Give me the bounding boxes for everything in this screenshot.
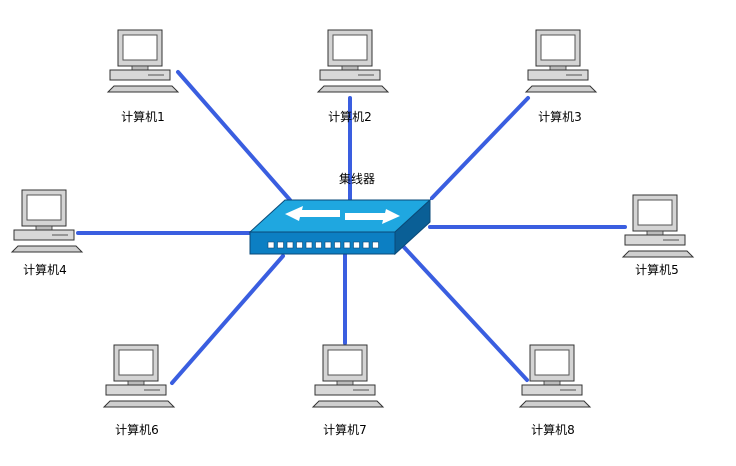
hub-port [324, 241, 332, 249]
computer-icon [316, 29, 390, 93]
computer-pc8 [518, 344, 592, 408]
link-pc1 [176, 70, 292, 202]
hub-port [353, 241, 360, 249]
computer-pc3 [524, 29, 598, 93]
computer-label: 计算机2 [328, 109, 372, 124]
hub-port [267, 241, 275, 249]
link-pc3 [430, 96, 530, 200]
hub: 集线器 [248, 171, 432, 256]
computer-label: 计算机5 [635, 262, 679, 277]
computers-layer: 计算机1 计算机2 计算机3 计算机4 计算机5 计算机6 计算机7 计算机8 [10, 29, 695, 437]
hub-port [334, 241, 341, 249]
computer-pc6 [102, 344, 176, 408]
computer-label: 计算机6 [115, 422, 159, 437]
computer-icon [621, 194, 695, 258]
computer-pc2 [316, 29, 390, 93]
hub-port [362, 241, 370, 249]
computer-pc1 [106, 29, 180, 93]
hub-arrow-right [345, 209, 400, 224]
hub-arrow-left [285, 206, 340, 221]
computer-pc4 [10, 189, 84, 253]
computer-icon [10, 189, 84, 253]
computer-icon [102, 344, 176, 408]
computer-label: 计算机3 [538, 109, 582, 124]
hub-arrows [285, 206, 400, 224]
computer-label: 计算机8 [531, 422, 575, 437]
computer-label: 计算机7 [323, 422, 367, 437]
hub-ports [267, 241, 379, 249]
hub-label: 集线器 [339, 171, 375, 186]
hub-port [315, 241, 322, 249]
computer-label: 计算机4 [23, 262, 67, 277]
computer-label: 计算机1 [121, 109, 165, 124]
link-pc8 [400, 243, 529, 382]
links-layer [76, 70, 627, 385]
computer-icon [518, 344, 592, 408]
link-pc6 [170, 254, 285, 385]
computer-pc5 [621, 194, 695, 258]
hub-side-face [394, 198, 431, 256]
hub-port [305, 241, 313, 249]
hub-port [286, 241, 294, 249]
computer-icon [524, 29, 598, 93]
computer-icon [311, 344, 385, 408]
hub-port [277, 241, 284, 249]
hub-port [372, 241, 379, 249]
computer-icon [106, 29, 180, 93]
hub-port [296, 241, 303, 249]
computer-pc7 [311, 344, 385, 408]
hub-port [343, 241, 351, 249]
